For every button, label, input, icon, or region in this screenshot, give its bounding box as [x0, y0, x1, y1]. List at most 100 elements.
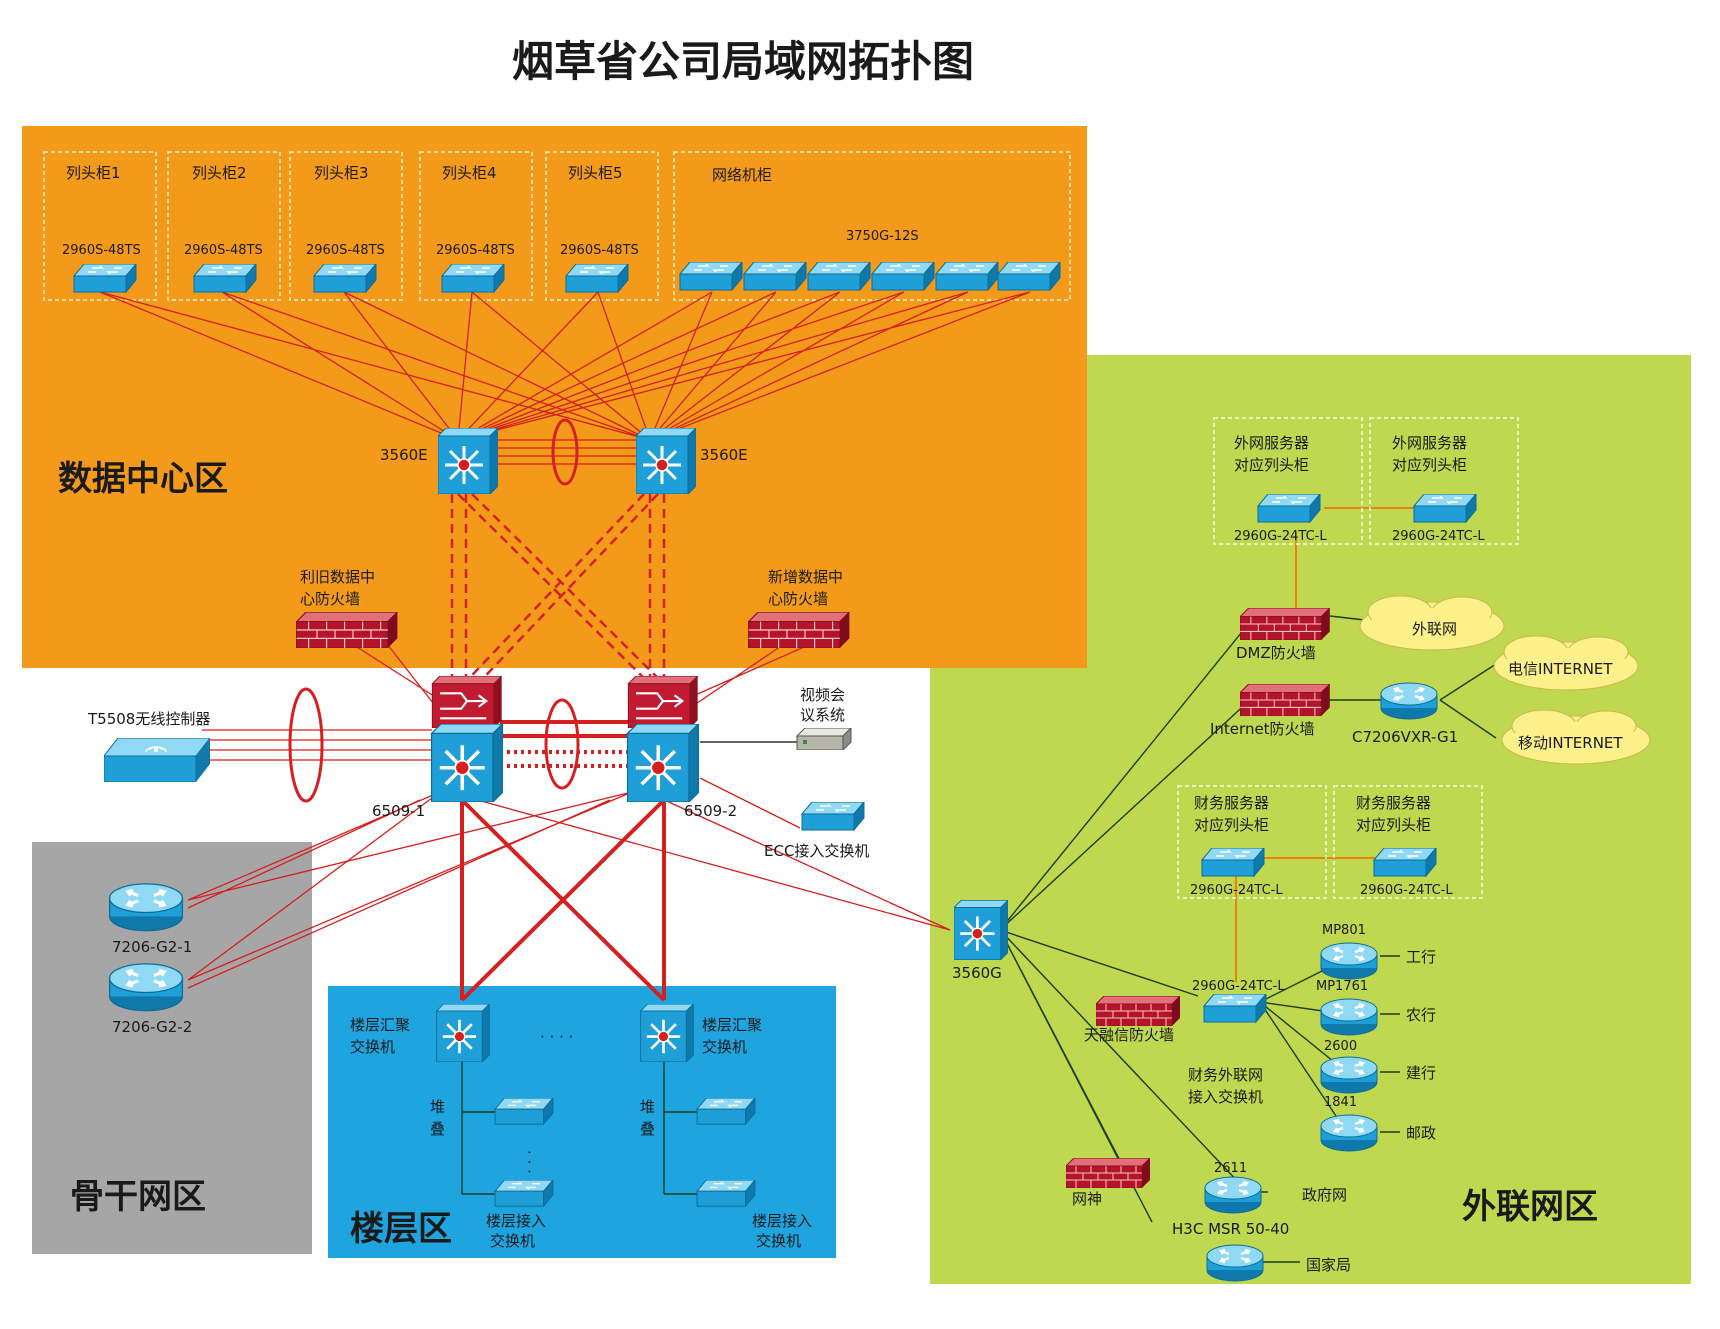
floor-agg-switch-right: [640, 1004, 694, 1062]
switch-rack3: [313, 264, 377, 293]
router-7206-g2-1: [107, 881, 185, 932]
rack-label-2: 列头柜2: [192, 164, 247, 182]
switch-3560g: [954, 900, 1008, 960]
label-mobile: 移动INTERNET: [1518, 734, 1623, 752]
switch-stack-4: [871, 262, 935, 291]
label-stack-right-2: 叠: [640, 1120, 655, 1138]
label-3560e-left: 3560E: [380, 446, 428, 464]
core-switch-6509-1: [429, 724, 505, 802]
label-abc: 农行: [1406, 1006, 1436, 1024]
label-fw-new-1: 新增数据中: [768, 568, 843, 586]
netgap-firewall: [1066, 1158, 1150, 1188]
label-floor-agg-right-1: 楼层汇聚: [702, 1016, 762, 1034]
model-label-rack2: 2960S-48TS: [184, 243, 263, 258]
label-ext-srv-2b: 对应列头柜: [1392, 456, 1467, 474]
label-fin-srv-1a: 财务服务器: [1194, 794, 1269, 812]
ext-rack-box-2: [1369, 417, 1519, 545]
label-fin-ext-2: 接入交换机: [1188, 1088, 1263, 1106]
rack-box-network: [673, 151, 1071, 301]
model-label-stack: 3750G-12S: [846, 229, 919, 244]
fin-server-switch-1: [1201, 848, 1265, 877]
zone-title-floor: 楼层区: [350, 1209, 452, 1249]
label-stack-right-1: 堆: [640, 1098, 655, 1116]
rack-label-1: 列头柜1: [66, 164, 121, 182]
model-label-rack3: 2960S-48TS: [306, 243, 385, 258]
label-floor-access-right-1: 楼层接入: [752, 1212, 812, 1230]
label-2960g-fin-1: 2960G-24TC-L: [1190, 883, 1283, 898]
etherchannel-ring-wlc: [288, 687, 324, 803]
page-title: 烟草省公司局域网拓扑图: [512, 37, 974, 86]
dmz-firewall: [1240, 608, 1330, 640]
rack-box-5: [545, 151, 659, 301]
switch-stack-3: [807, 262, 871, 291]
rack-box-2: [167, 151, 281, 301]
zone-floor: [328, 986, 836, 1258]
model-label-rack5: 2960S-48TS: [560, 243, 639, 258]
core-switch-3560e-left: [438, 428, 498, 494]
firewall-new-datacenter: [748, 612, 850, 648]
ext-rack-box-1: [1213, 417, 1363, 545]
rack-box-4: [419, 151, 533, 301]
switch-stack-1: [679, 262, 743, 291]
cloud-telecom-internet: [1493, 635, 1639, 691]
label-3560e-right: 3560E: [700, 446, 748, 464]
video-conference-terminal: [796, 728, 852, 750]
fin-rack-box-2: [1333, 785, 1483, 899]
label-2600: 2600: [1324, 1039, 1357, 1054]
router-7206-g2-2: [107, 961, 185, 1012]
ecc-access-switch: [801, 802, 865, 831]
floor-access-switch-left-1: [494, 1098, 554, 1125]
label-2960g-fin-ext: 2960G-24TC-L: [1192, 979, 1285, 994]
router-h3c-msr: [1205, 1243, 1265, 1282]
label-ecc: ECC接入交换机: [764, 842, 869, 860]
ext-server-switch-1: [1257, 494, 1321, 523]
fin-extranet-switch: [1203, 994, 1267, 1023]
label-fin-srv-2b: 对应列头柜: [1356, 816, 1431, 834]
ext-server-switch-2: [1413, 494, 1477, 523]
fin-rack-box-1: [1177, 785, 1327, 899]
switch-stack-5: [935, 262, 999, 291]
fin-server-switch-2: [1373, 848, 1437, 877]
label-fw-new-2: 心防火墙: [768, 590, 828, 608]
label-wlc: T5508无线控制器: [87, 710, 210, 728]
model-label-rack4: 2960S-48TS: [436, 243, 515, 258]
router-mp1761: [1319, 997, 1379, 1036]
label-c7206: C7206VXR-G1: [1352, 728, 1458, 746]
label-fin-srv-2a: 财务服务器: [1356, 794, 1431, 812]
label-floor-access-left-2: 交换机: [490, 1232, 535, 1250]
label-floor-agg-right-2: 交换机: [702, 1038, 747, 1056]
model-label-rack1: 2960S-48TS: [62, 243, 141, 258]
router-1841: [1319, 1113, 1379, 1152]
floor-access-switch-right-1: [696, 1098, 756, 1125]
floor-agg-switch-left: [436, 1004, 490, 1062]
core-switch-6509-2: [625, 724, 701, 802]
firewall-old-datacenter: [296, 612, 398, 648]
rack-label-4: 列头柜4: [442, 164, 497, 182]
switch-rack2: [193, 264, 257, 293]
zone-title-backbone: 骨干网区: [70, 1177, 206, 1217]
label-floor-access-right-2: 交换机: [756, 1232, 801, 1250]
router-mp801: [1319, 941, 1379, 980]
label-gatekeeper: 网神: [1072, 1190, 1102, 1208]
floor-ellipsis: · · · ·: [540, 1028, 573, 1046]
router-c7206vxr: [1379, 681, 1439, 720]
label-floor-agg-left-1: 楼层汇聚: [350, 1016, 410, 1034]
router-2611: [1203, 1175, 1263, 1214]
label-2960g-ext-1: 2960G-24TC-L: [1234, 529, 1327, 544]
label-2960g-fin-2: 2960G-24TC-L: [1360, 883, 1453, 898]
label-mp801: MP801: [1322, 923, 1366, 938]
label-internet-fw: Internet防火墙: [1210, 720, 1315, 738]
label-video-2: 议系统: [800, 706, 845, 724]
cloud-extranet: [1359, 595, 1505, 651]
label-6509-2: 6509-2: [684, 802, 737, 820]
switch-rack1: [73, 264, 137, 293]
label-fw-old-1: 利旧数据中: [300, 568, 375, 586]
switch-stack-6: [997, 262, 1061, 291]
rack-label-network: 网络机柜: [712, 166, 772, 184]
label-gov-net: 政府网: [1302, 1186, 1347, 1204]
access-to-core-links: [99, 291, 1031, 441]
floor-access-switch-left-2: [494, 1180, 554, 1207]
label-3560g: 3560G: [952, 964, 1002, 982]
zone-title-external: 外联网区: [1462, 1187, 1598, 1227]
